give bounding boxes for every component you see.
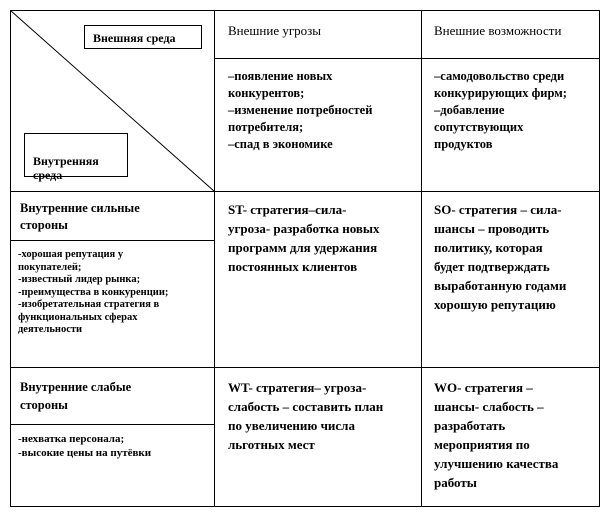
internal-env-label: Внутренняя среда [24, 133, 128, 182]
weaknesses-title: Внутренние слабые стороны [20, 380, 132, 412]
header-diagonal [10, 10, 215, 192]
so-strategy: SO- стратегия – сила- шансы – проводить … [434, 202, 567, 312]
weaknesses-list: -нехватка персонала; -высокие цены на пу… [18, 433, 152, 459]
opportunities-title: Внешние возможности [434, 23, 562, 38]
opportunities-list: –самодовольство среди конкурирующих фирм… [434, 69, 567, 151]
wo-strategy: WO- стратегия – шансы- слабость – разраб… [434, 380, 559, 490]
strengths-title: Внутренние сильные стороны [20, 201, 140, 232]
st-strategy: ST- стратегия–сила- угроза- разработка н… [228, 202, 380, 274]
threats-list: –появление новых конкурентов; –изменение… [228, 69, 373, 151]
wt-strategy: WT- стратегия– угроза- слабость – состав… [228, 380, 384, 452]
threats-title: Внешние угрозы [228, 23, 322, 38]
external-env-label: Внешняя среда [84, 25, 202, 49]
strengths-list: -хорошая репутация у покупателей; -извес… [18, 249, 169, 335]
